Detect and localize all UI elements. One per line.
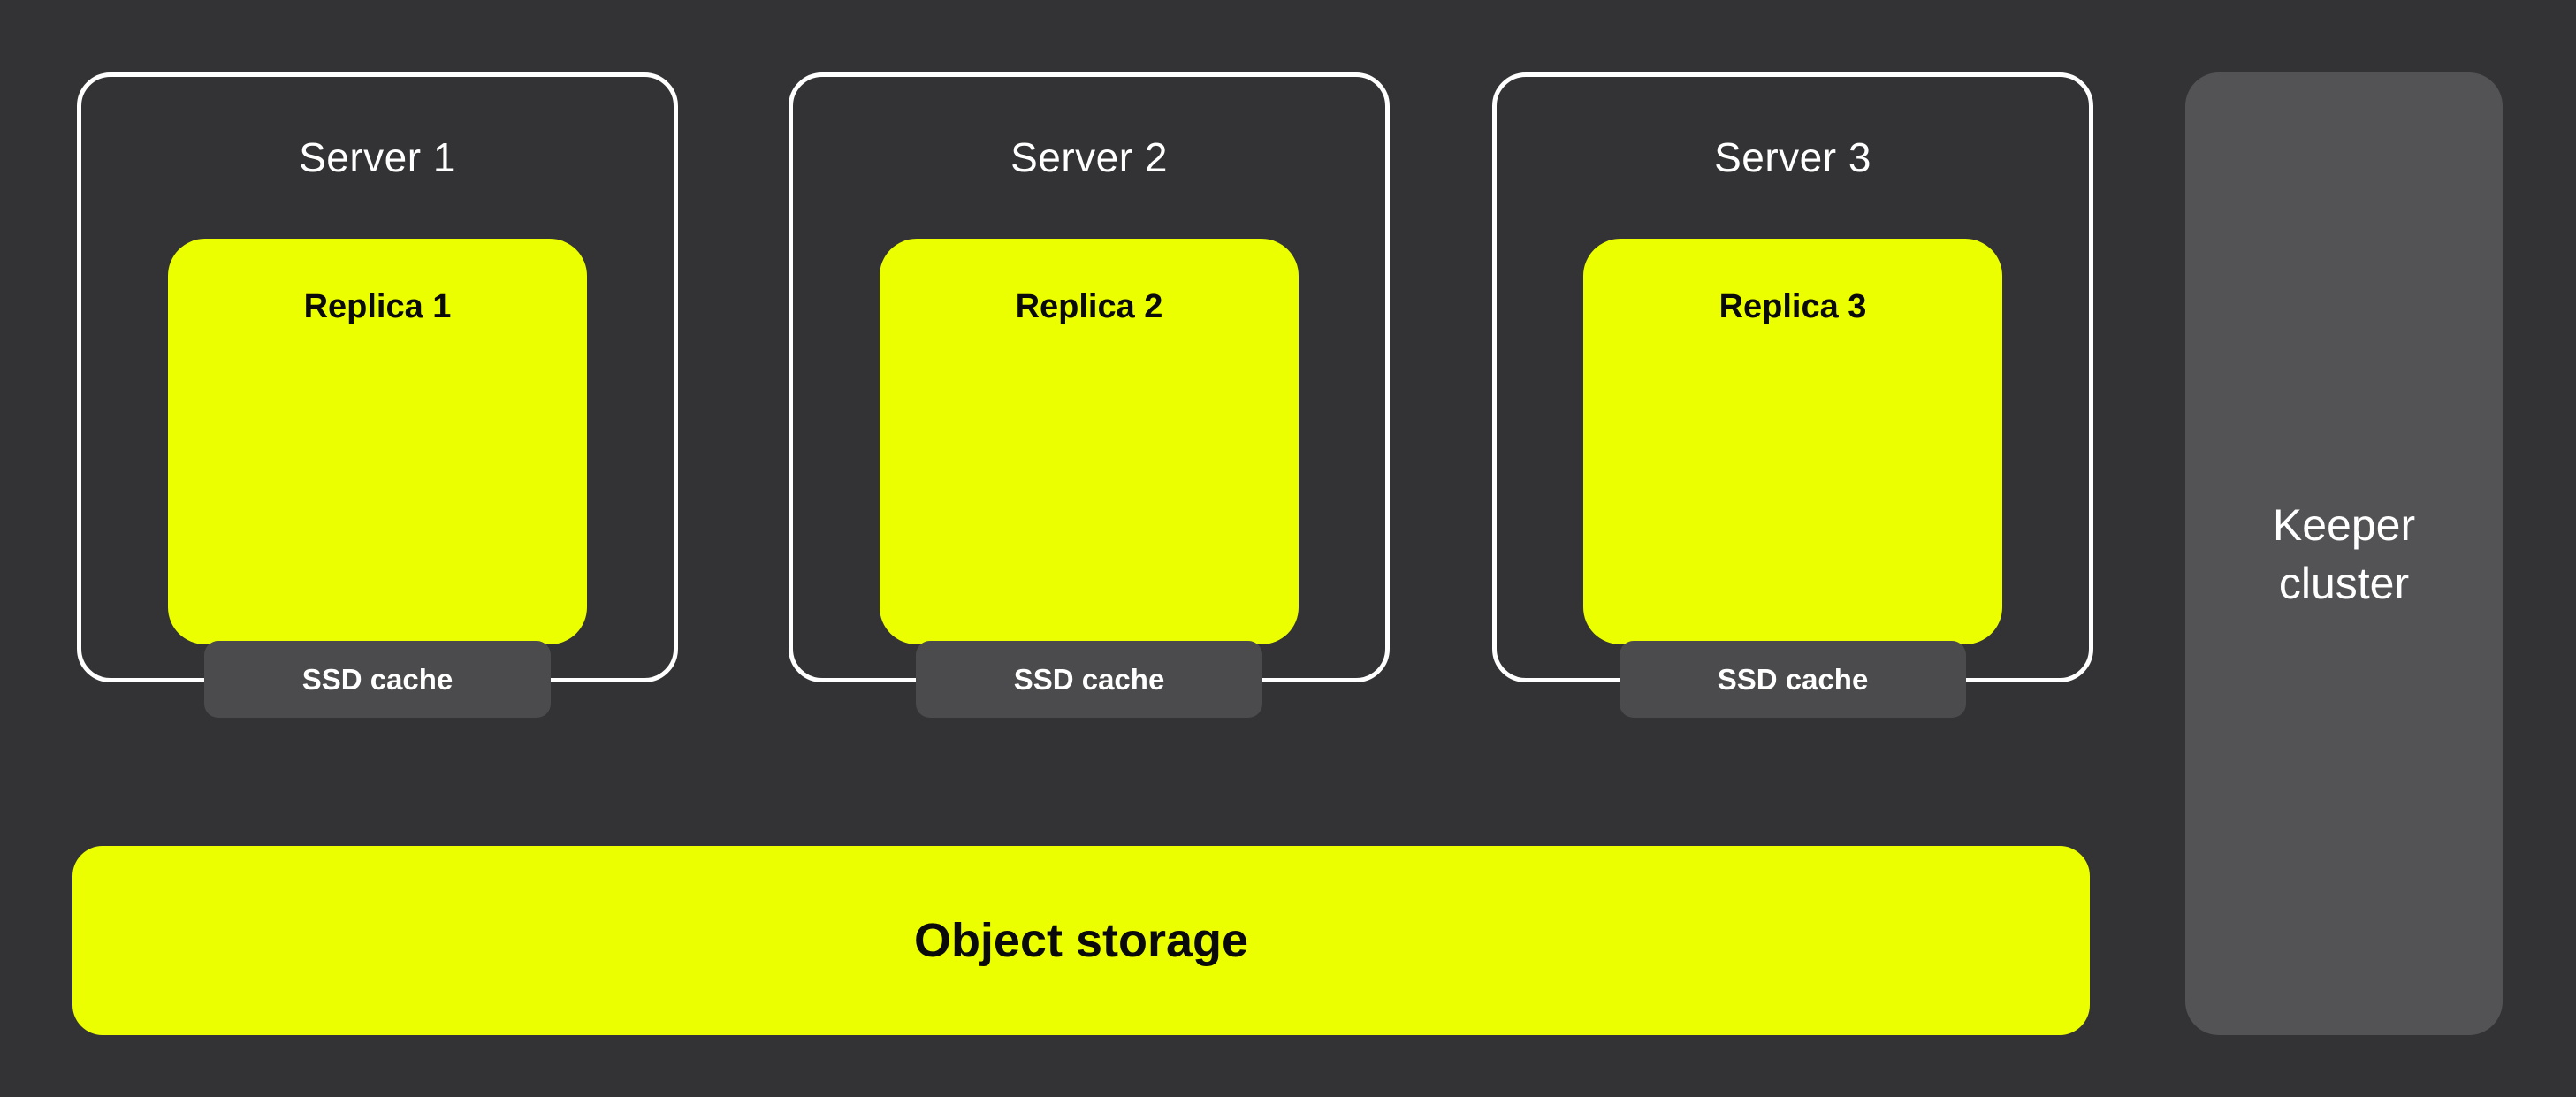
ssd-cache-1-box: SSD cache [204, 641, 551, 718]
ssd-cache-3-box: SSD cache [1620, 641, 1966, 718]
replica-1-label: Replica 1 [303, 288, 452, 325]
object-storage-box: Object storage [72, 846, 2090, 1035]
replica-3-box: Replica 3 [1583, 239, 2002, 644]
replica-1-box: Replica 1 [168, 239, 587, 644]
replica-2-label: Replica 2 [1015, 288, 1163, 325]
ssd-cache-2-box: SSD cache [916, 641, 1262, 718]
server-3-box: Server 3 Replica 3 SSD cache [1492, 72, 2093, 718]
server-2-title: Server 2 [1010, 134, 1168, 180]
server-1-title: Server 1 [299, 134, 456, 180]
server-2-box: Server 2 Replica 2 SSD cache [789, 72, 1390, 718]
object-storage-label: Object storage [913, 914, 1249, 967]
ssd-cache-2-label: SSD cache [1013, 662, 1165, 696]
ssd-cache-3-label: SSD cache [1717, 662, 1869, 696]
replica-2-box: Replica 2 [880, 239, 1299, 644]
replica-3-label: Replica 3 [1719, 288, 1867, 325]
keeper-cluster-box: Keeper cluster [2185, 72, 2503, 1035]
keeper-cluster-label: Keeper cluster [2272, 499, 2416, 608]
ssd-cache-1-label: SSD cache [301, 662, 453, 696]
server-3-title: Server 3 [1714, 134, 1871, 180]
server-1-box: Server 1 Replica 1 SSD cache [77, 72, 678, 718]
